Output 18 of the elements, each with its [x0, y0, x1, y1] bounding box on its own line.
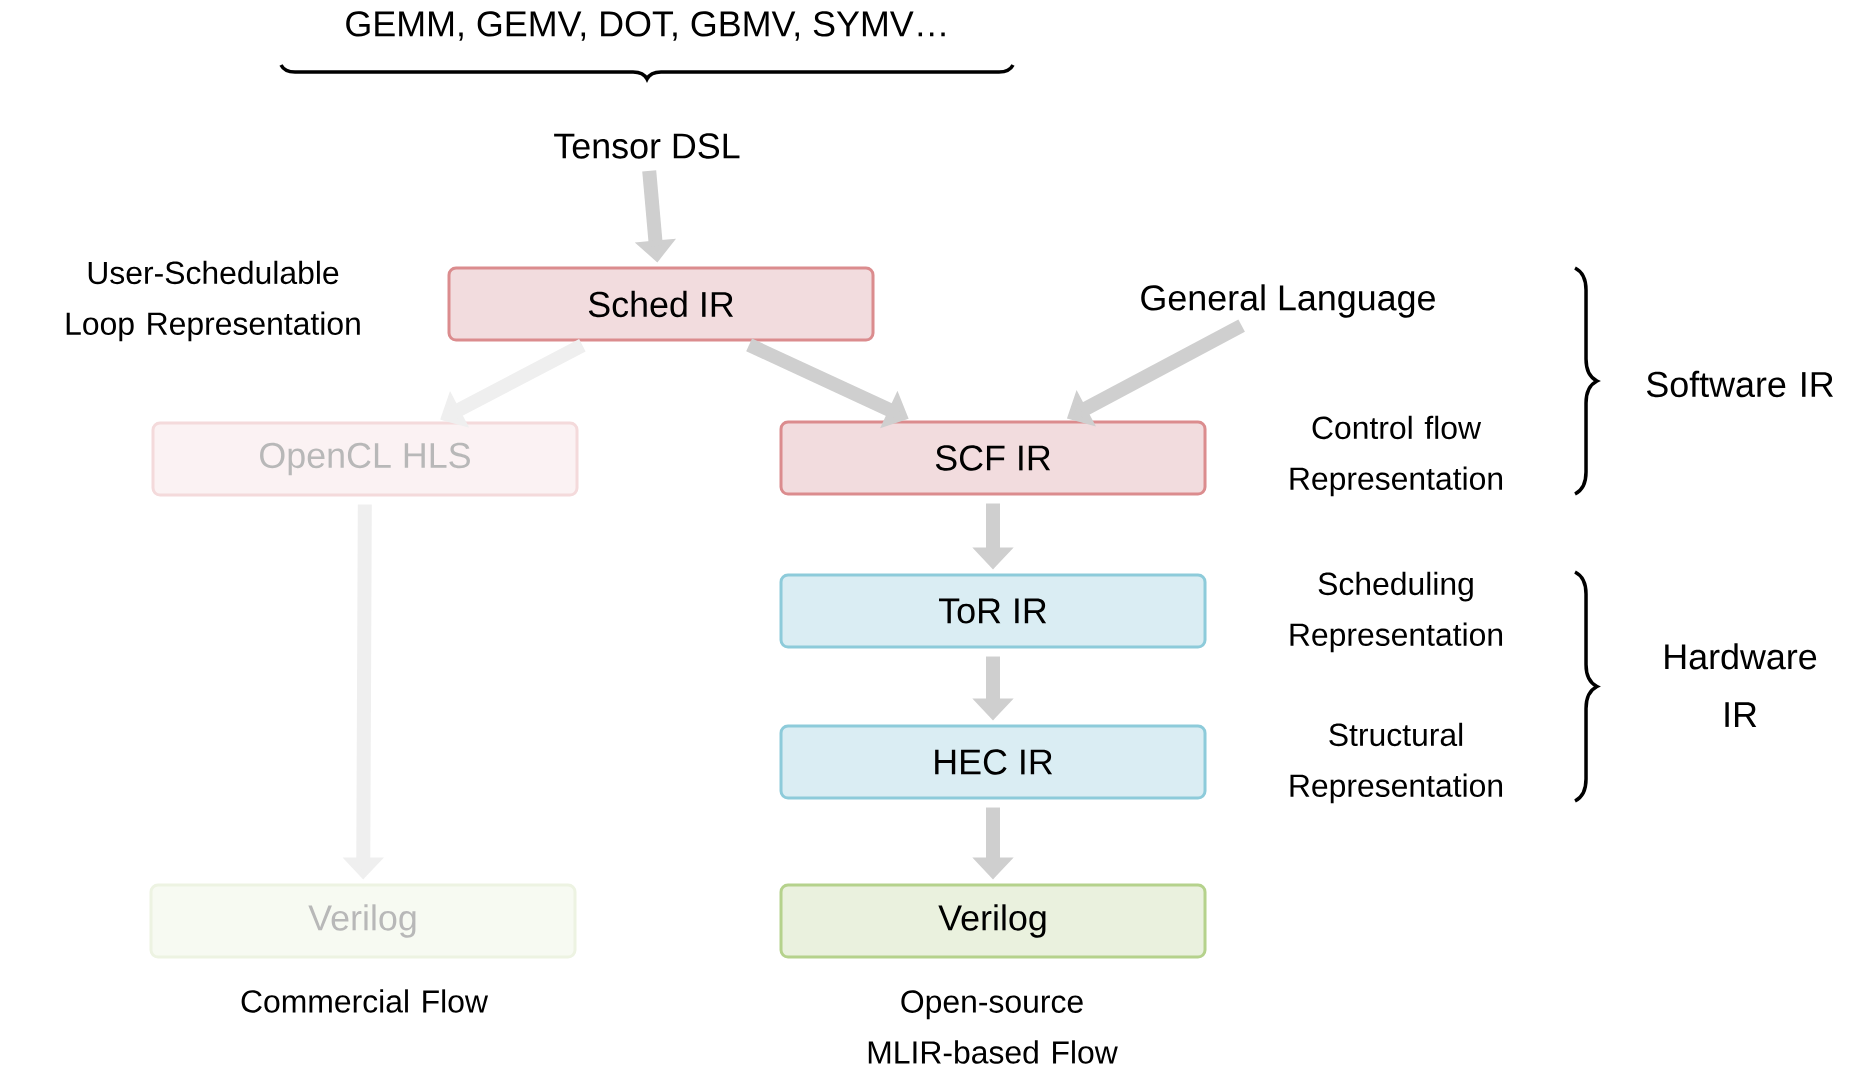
process-box: Verilog: [149, 883, 577, 959]
side-label: User-Schedulable Loop Representation: [66, 260, 360, 342]
process-box: ToR IR: [779, 573, 1207, 649]
side-label: Open-source MLIR-based Flow: [868, 990, 1118, 1064]
process-box: OpenCL HLS: [151, 421, 579, 497]
list-label: GEMM, GEMV, DOT, GBMV, SYMV…: [346, 11, 945, 41]
text-label: Tensor DSL: [554, 133, 740, 159]
side-label: Structural Representation: [1290, 722, 1502, 804]
group-label: Software IR: [1646, 370, 1833, 398]
process-box: SCF IR: [779, 420, 1207, 496]
group-label: Hardware IR: [1665, 643, 1817, 727]
process-box: Verilog: [779, 883, 1207, 959]
process-box: Sched IR: [447, 266, 875, 342]
side-label: Scheduling Representation: [1290, 571, 1502, 653]
side-label: Commercial Flow: [241, 989, 488, 1013]
text-label: General Language: [1141, 284, 1435, 318]
side-label: Control flow Representation: [1290, 415, 1502, 497]
process-box: HEC IR: [779, 724, 1207, 800]
